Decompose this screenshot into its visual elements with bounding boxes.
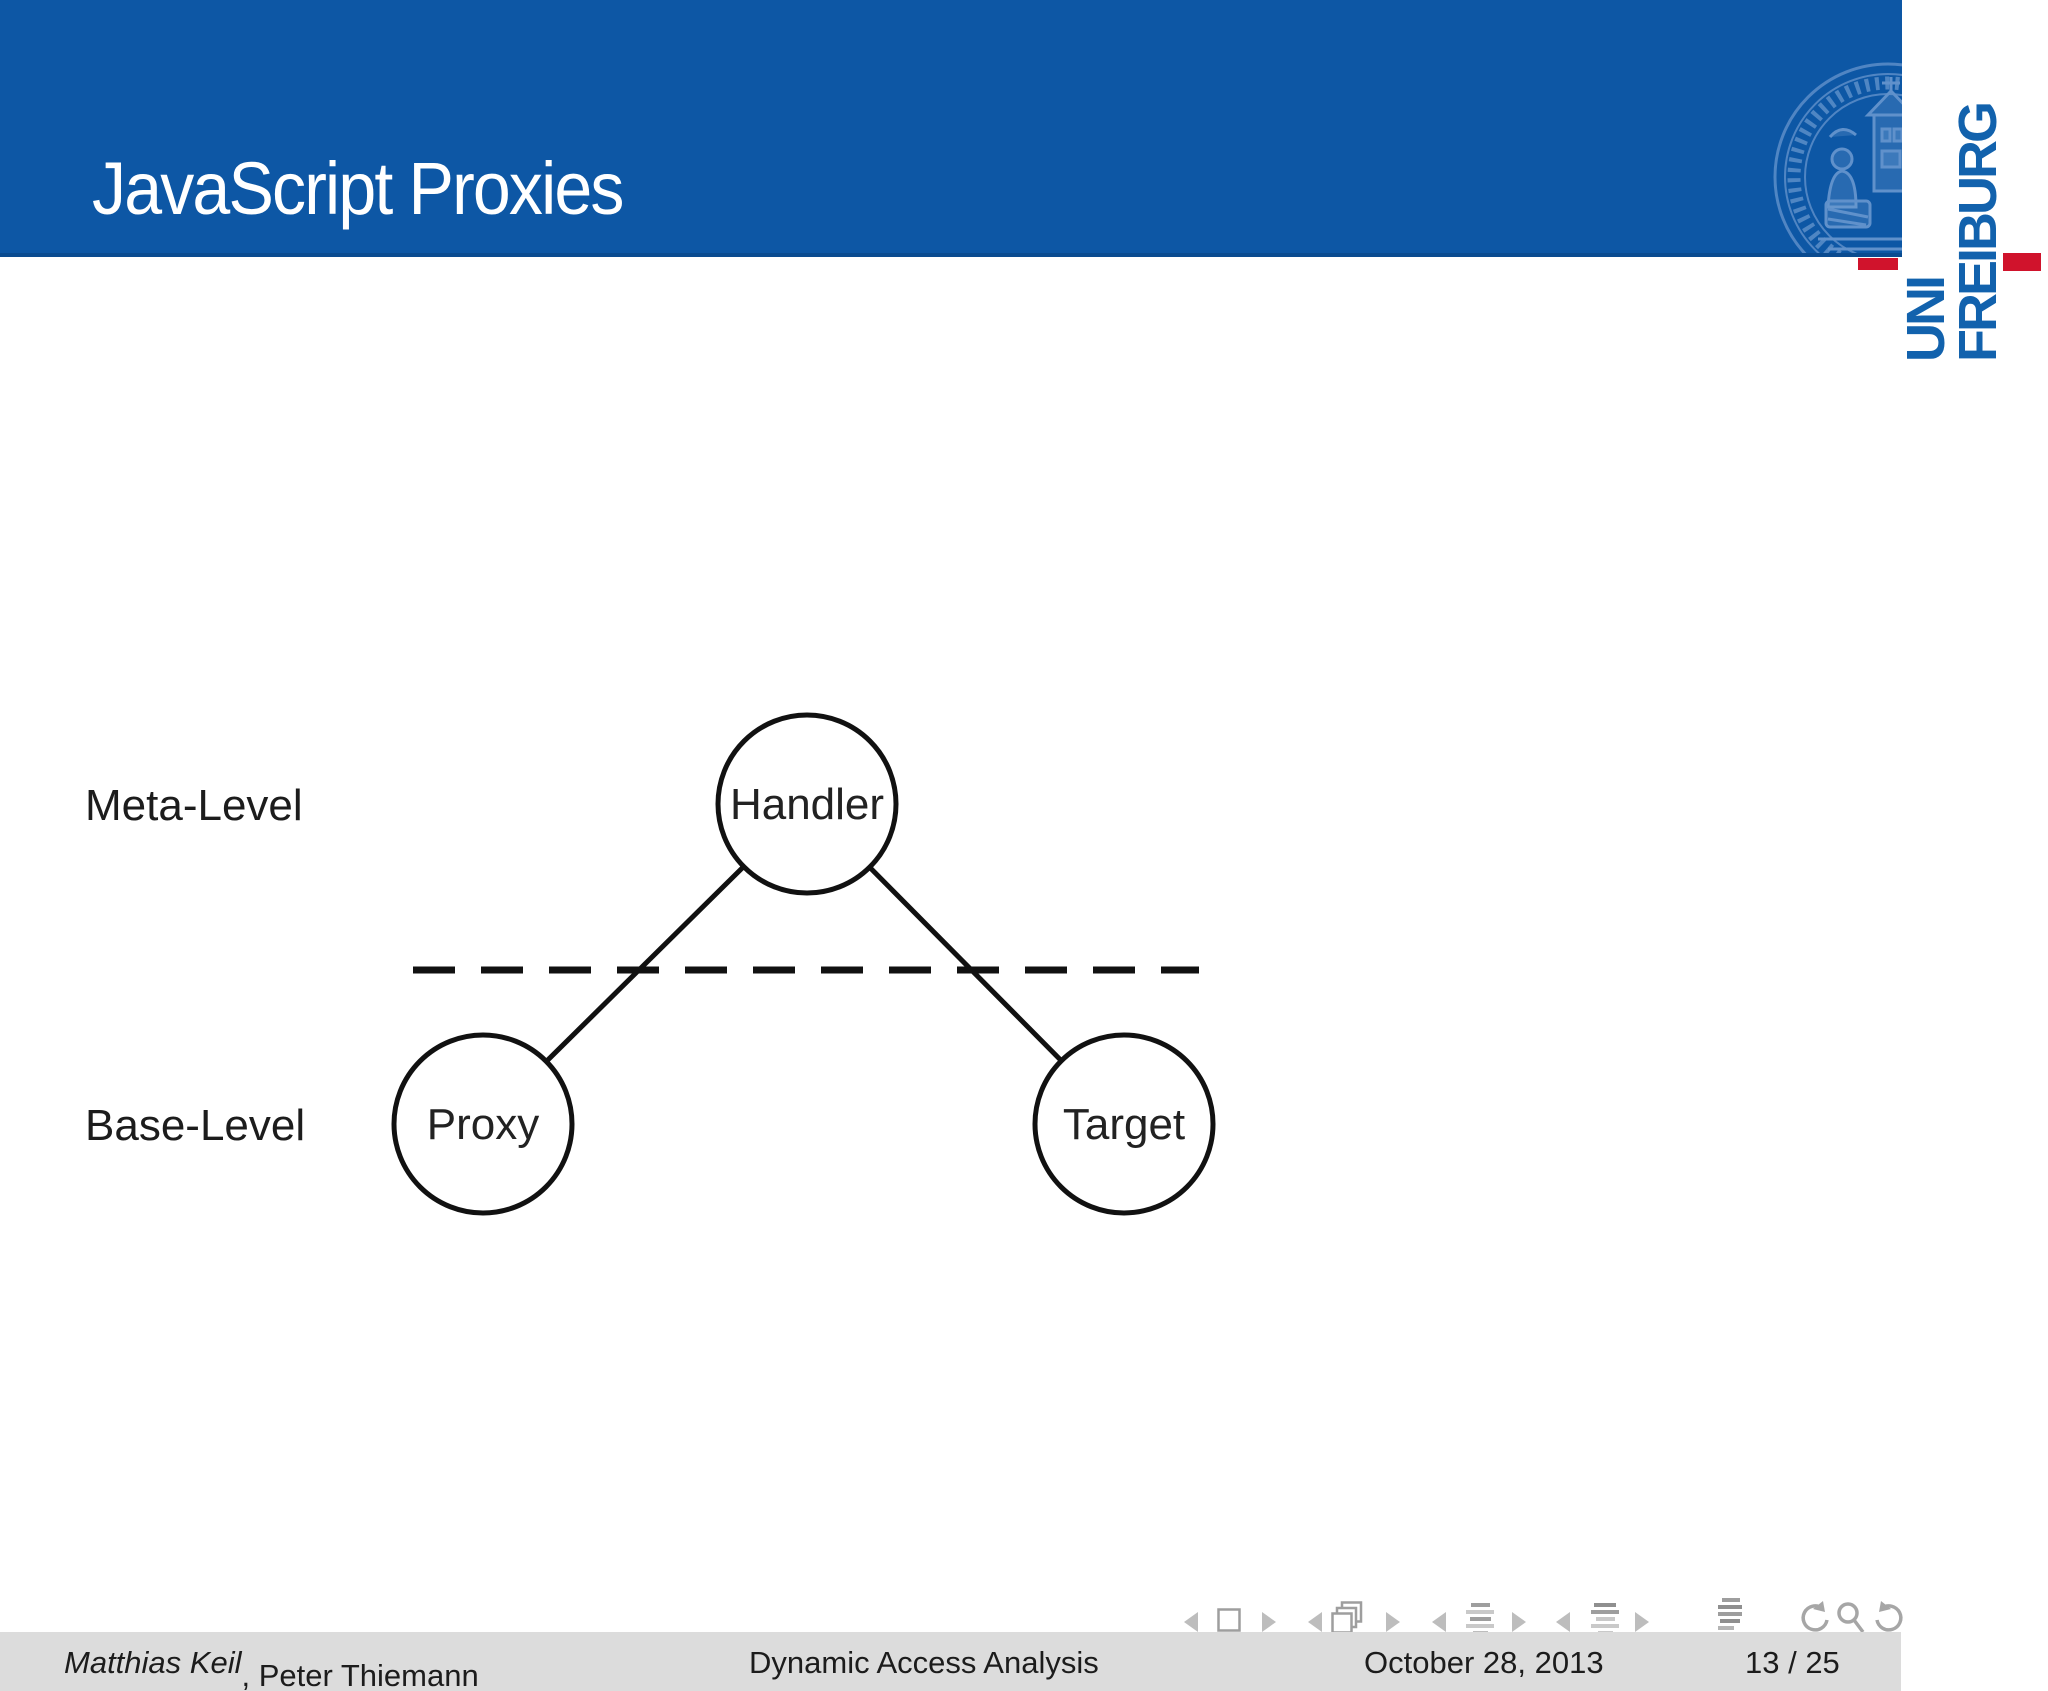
logo-red-accent-left — [1858, 258, 1898, 270]
proxy-diagram: Handler Proxy Target Meta-Level Base-Lev… — [85, 712, 1216, 1216]
next-slide-arrow-icon[interactable] — [1262, 1612, 1276, 1632]
footer-bar: Matthias Keil, Peter Thiemann Dynamic Ac… — [0, 1632, 1901, 1691]
frames-icon[interactable] — [1331, 1601, 1369, 1637]
handler-node-label: Handler — [730, 780, 884, 829]
prev-subsection-arrow-icon[interactable] — [1432, 1612, 1446, 1632]
logo-red-accent-right — [2003, 253, 2041, 271]
prev-frame-arrow-icon[interactable] — [1308, 1612, 1322, 1632]
base-level-label: Base-Level — [85, 1101, 305, 1150]
slide-title: JavaScript Proxies — [92, 147, 624, 230]
next-subsection-arrow-icon[interactable] — [1512, 1612, 1526, 1632]
handler-node: Handler — [715, 712, 899, 896]
slide-icon[interactable] — [1216, 1607, 1242, 1633]
prev-slide-arrow-icon[interactable] — [1184, 1612, 1198, 1632]
proxy-node: Proxy — [391, 1032, 575, 1216]
footer-page-number: 13 / 25 — [1745, 1645, 1840, 1680]
target-node: Target — [1032, 1032, 1216, 1216]
logo-text-freiburg: FREIBURG — [1948, 104, 2008, 362]
appendix-icon[interactable] — [1716, 1598, 1744, 1632]
header-bar: JavaScript Proxies — [0, 0, 1902, 257]
footer-authors: Matthias Keil, Peter Thiemann — [64, 1645, 479, 1691]
next-frame-arrow-icon[interactable] — [1386, 1612, 1400, 1632]
university-seal-icon — [1773, 62, 1902, 253]
footer-author-1: Matthias Keil — [64, 1645, 242, 1680]
target-node-label: Target — [1063, 1100, 1185, 1149]
proxy-node-label: Proxy — [427, 1100, 539, 1149]
forward-history-icon[interactable] — [1872, 1600, 1908, 1638]
back-history-icon[interactable] — [1796, 1600, 1832, 1638]
prev-section-arrow-icon[interactable] — [1556, 1612, 1570, 1632]
footer-date: October 28, 2013 — [1364, 1645, 1604, 1680]
meta-level-label: Meta-Level — [85, 781, 303, 830]
next-section-arrow-icon[interactable] — [1635, 1612, 1649, 1632]
logo-text-uni: UNI — [1896, 278, 1956, 362]
footer-doc-title: Dynamic Access Analysis — [749, 1645, 1099, 1680]
search-icon[interactable] — [1836, 1601, 1866, 1639]
footer-author-2: , Peter Thiemann — [241, 1658, 479, 1691]
